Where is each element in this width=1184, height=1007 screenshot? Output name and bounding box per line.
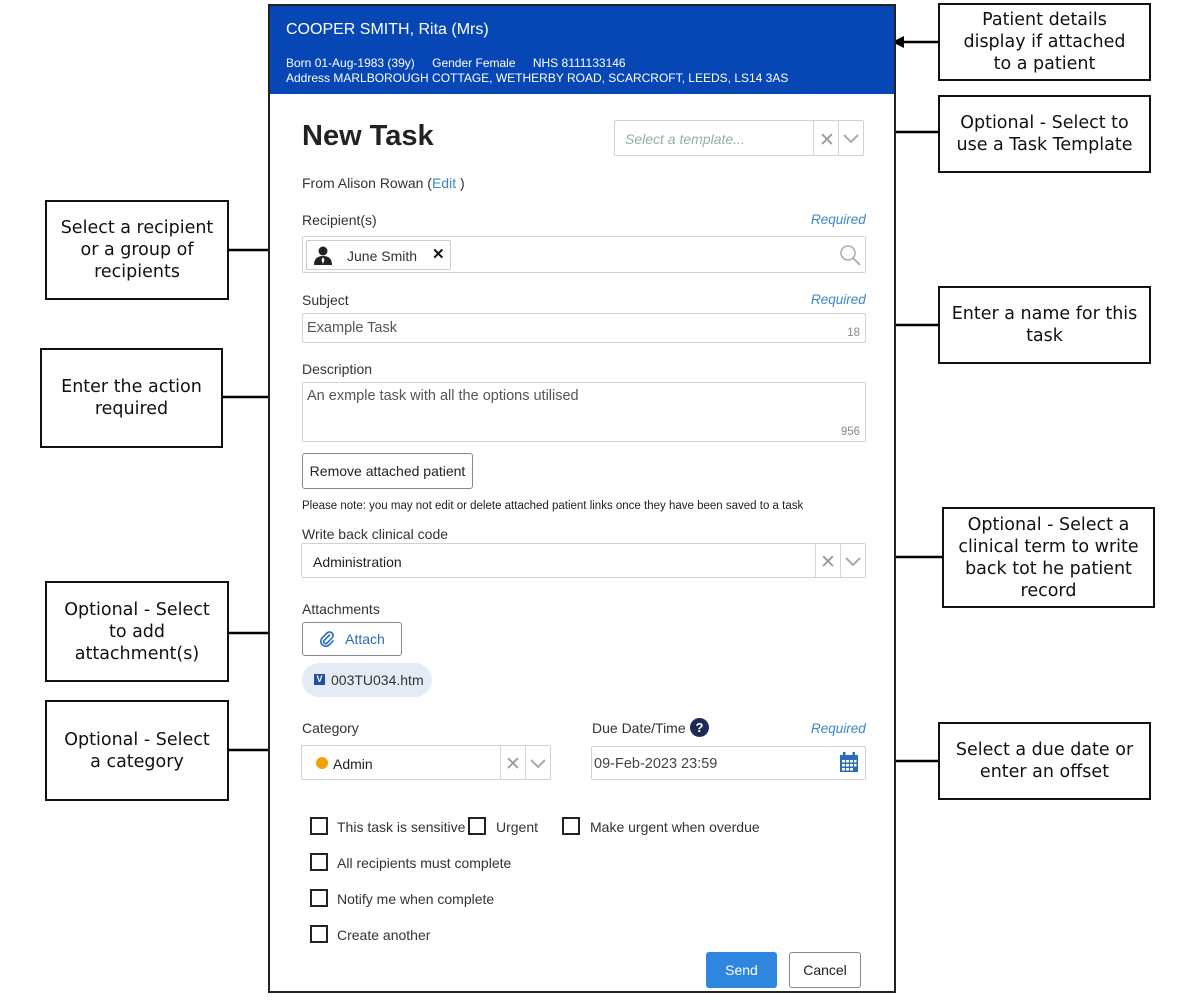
help-icon[interactable]: ?	[690, 718, 709, 737]
callout-recipient: Select a recipient or a group of recipie…	[45, 200, 229, 300]
vision-file-icon: V	[314, 674, 325, 685]
edit-close-paren: )	[459, 175, 465, 191]
all-recipients-checkbox[interactable]	[310, 853, 328, 871]
write-back-select[interactable]: Administration ✕	[301, 543, 866, 578]
recipients-label: Recipient(s)	[302, 212, 377, 228]
create-another-checkbox[interactable]	[310, 925, 328, 943]
urgent-when-overdue-label: Make urgent when overdue	[590, 819, 760, 835]
patient-banner: COOPER SMITH, Rita (Mrs) Born 01-Aug-198…	[270, 6, 894, 94]
category-value: Admin	[333, 756, 373, 772]
address-label: Address	[286, 71, 331, 85]
patient-surname: COOPER SMITH,	[286, 21, 415, 38]
patient-address: Address MARLBOROUGH COTTAGE, WETHERBY RO…	[286, 71, 788, 85]
nhs-value: 8111133146	[561, 56, 626, 70]
all-recipients-label: All recipients must complete	[337, 855, 512, 871]
sensitive-checkbox[interactable]	[310, 817, 328, 835]
callout-clinical-term: Optional - Select a clinical term to wri…	[942, 507, 1155, 608]
callout-task-template: Optional - Select to use a Task Template	[938, 95, 1151, 173]
address-value: MARLBOROUGH COTTAGE, WETHERBY ROAD, SCAR…	[333, 71, 789, 85]
subject-label: Subject	[302, 292, 349, 308]
patient-demographics: Born 01-Aug-1983 (39y) Gender Female NHS…	[286, 56, 626, 70]
remove-attached-patient-button[interactable]: Remove attached patient	[302, 453, 473, 489]
attachments-label: Attachments	[302, 601, 380, 617]
attach-button-label: Attach	[345, 631, 385, 647]
description-value: An exmple task with all the options util…	[307, 388, 579, 404]
create-another-label: Create another	[337, 927, 431, 943]
clear-category-icon[interactable]: ✕	[505, 754, 521, 775]
callout-category: Optional - Select a category	[45, 700, 229, 801]
send-button[interactable]: Send	[706, 952, 777, 988]
notify-checkbox[interactable]	[310, 889, 328, 907]
description-char-count: 956	[840, 426, 860, 438]
cancel-button[interactable]: Cancel	[789, 952, 861, 988]
edit-link[interactable]: Edit	[431, 175, 457, 191]
calendar-icon[interactable]	[839, 752, 859, 773]
recipients-input[interactable]: June Smith ✕	[302, 236, 866, 273]
clear-template-icon[interactable]: ✕	[819, 130, 835, 151]
from-line: From Alison Rowan (Edit )	[302, 175, 465, 191]
born-label: Born	[286, 56, 312, 70]
description-label: Description	[302, 361, 373, 377]
due-date-label: Due Date/Time	[592, 720, 686, 736]
patient-name: COOPER SMITH, Rita (Mrs)	[286, 21, 489, 39]
chevron-down-icon[interactable]	[843, 133, 859, 145]
due-date-value: 09-Feb-2023 23:59	[594, 756, 718, 772]
urgent-checkbox-label: Urgent	[496, 819, 539, 835]
chevron-down-icon[interactable]	[845, 556, 861, 568]
attachment-chip[interactable]: V 003TU034.htm	[302, 663, 432, 697]
urgent-checkbox[interactable]	[468, 817, 486, 835]
callout-action-required: Enter the action required	[40, 348, 223, 448]
callout-task-name: Enter a name for this task	[938, 286, 1151, 364]
subject-char-count: 18	[847, 327, 860, 339]
write-back-label: Write back clinical code	[302, 526, 449, 542]
attach-button[interactable]: Attach	[302, 622, 402, 656]
attachment-filename: 003TU034.htm	[331, 672, 424, 688]
from-value: Alison Rowan	[337, 175, 424, 191]
subject-value: Example Task	[307, 320, 397, 336]
clear-write-back-icon[interactable]: ✕	[820, 552, 836, 573]
nhs-label: NHS	[532, 56, 559, 70]
description-textarea[interactable]: An exmple task with all the options util…	[302, 382, 866, 442]
gender-label: Gender	[432, 56, 473, 70]
template-placeholder: Select a template...	[625, 131, 745, 147]
edit-open-paren: (	[427, 175, 432, 191]
search-icon[interactable]	[839, 244, 861, 266]
remove-recipient-icon[interactable]: ✕	[432, 246, 445, 263]
subject-input[interactable]: Example Task 18	[302, 313, 866, 343]
category-color-dot	[316, 757, 328, 769]
due-date-input[interactable]: 09-Feb-2023 23:59	[591, 746, 866, 780]
born-value: 01-Aug-1983 (39y)	[314, 56, 415, 70]
chevron-down-icon[interactable]	[530, 758, 546, 770]
template-select[interactable]: Select a template... ✕	[614, 120, 864, 156]
recipient-chip-label: June Smith	[347, 248, 418, 264]
callout-attachments: Optional - Select to add attachment(s)	[45, 581, 229, 682]
write-back-value: Administration	[313, 554, 402, 570]
user-icon	[314, 246, 332, 265]
paperclip-icon	[320, 631, 334, 647]
callout-patient-details: Patient details display if attached to a…	[938, 3, 1151, 81]
category-label: Category	[302, 720, 359, 736]
notify-label: Notify me when complete	[337, 891, 495, 907]
patient-link-note: Please note: you may not edit or delete …	[302, 500, 804, 512]
page-title: New Task	[302, 120, 434, 152]
category-select[interactable]: Admin ✕	[301, 745, 551, 780]
due-date-required: Required	[811, 721, 866, 736]
from-label: From	[302, 175, 335, 191]
new-task-dialog: COOPER SMITH, Rita (Mrs) Born 01-Aug-198…	[268, 4, 896, 993]
recipients-required: Required	[811, 212, 866, 227]
subject-required: Required	[811, 292, 866, 307]
sensitive-checkbox-label: This task is sensitive	[337, 819, 466, 835]
gender-value: Female	[475, 56, 516, 70]
recipient-chip: June Smith ✕	[306, 240, 451, 270]
patient-forename: Rita (Mrs)	[418, 21, 489, 38]
callout-due-date: Select a due date or enter an offset	[938, 722, 1151, 800]
urgent-when-overdue-checkbox[interactable]	[562, 817, 580, 835]
